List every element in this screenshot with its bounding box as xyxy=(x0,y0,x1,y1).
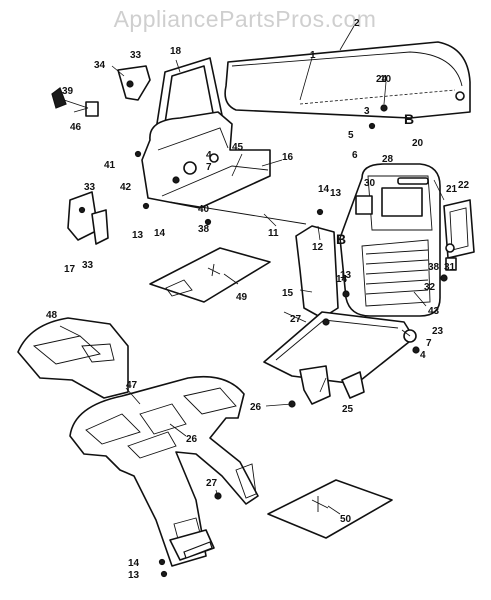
callout-label: 42 xyxy=(120,182,132,193)
callout-label: 27 xyxy=(290,314,302,325)
callout-label: 39 xyxy=(62,86,74,97)
callout-label: 24 xyxy=(376,74,388,85)
callout-label: 15 xyxy=(282,288,294,299)
callout-label: 48 xyxy=(46,310,58,321)
step-bracket xyxy=(169,529,215,561)
callout-label: 32 xyxy=(424,282,436,293)
callout-label: 3 xyxy=(364,106,370,117)
callout-label: 40 xyxy=(198,204,210,215)
callout-label: 26 xyxy=(250,402,262,413)
callout-label: 43 xyxy=(428,306,440,317)
pivot-bracket xyxy=(117,65,151,101)
dash-panel xyxy=(141,111,271,209)
callout-label: 4 xyxy=(420,350,426,361)
callout-label: 49 xyxy=(236,292,248,303)
callout-label: 31 xyxy=(444,262,456,273)
callout-label: 14 xyxy=(336,274,348,285)
hood-panel xyxy=(224,41,471,119)
callout-label: 7 xyxy=(206,162,212,173)
callout-label: 13 xyxy=(132,230,144,241)
callout-label: 33 xyxy=(130,50,142,61)
callout-label: 27 xyxy=(206,478,218,489)
callout-label: 7 xyxy=(426,338,432,349)
reference-mark: B xyxy=(336,231,346,247)
fender-deck xyxy=(69,375,259,567)
callout-label: 23 xyxy=(432,326,444,337)
callout-label: 11 xyxy=(268,228,279,239)
callout-label: 34 xyxy=(94,60,106,71)
callout-label: 2 xyxy=(354,18,360,29)
watermark: AppliancePartsPros.com xyxy=(114,6,377,32)
callout-labels: 1 2 3 4 4 5 6 7 7 10 11 12 13 13 13 13 1… xyxy=(46,18,470,581)
bulb-socket xyxy=(445,243,457,271)
callout-label: 14 xyxy=(318,184,330,195)
floor-plate xyxy=(267,479,393,539)
callout-label: 17 xyxy=(64,264,76,275)
linkage-rod xyxy=(169,201,307,225)
grille-housing xyxy=(339,163,441,317)
floor-mat xyxy=(149,247,271,303)
callout-label: 50 xyxy=(340,514,352,525)
callout-label: 28 xyxy=(382,154,394,165)
callout-label: 30 xyxy=(364,178,376,189)
callout-label: 21 xyxy=(446,184,458,195)
callout-label: 47 xyxy=(126,380,138,391)
callout-label: 25 xyxy=(342,404,354,415)
rear-fender xyxy=(17,317,129,399)
callout-label: 6 xyxy=(352,150,358,161)
leader-lines xyxy=(59,25,445,515)
callout-label: 16 xyxy=(282,152,294,163)
callout-label: 12 xyxy=(312,242,324,253)
callout-label: 18 xyxy=(170,46,182,57)
callout-label: 13 xyxy=(340,270,352,281)
callout-label: 46 xyxy=(70,122,82,133)
callout-label: 4 xyxy=(206,150,212,161)
callout-label: 45 xyxy=(232,142,244,153)
callout-label: 41 xyxy=(104,160,116,171)
callout-label: 14 xyxy=(128,558,140,569)
callout-label: 38 xyxy=(428,262,440,273)
callout-label: 1 xyxy=(310,50,316,61)
callout-label: 5 xyxy=(348,130,354,141)
callout-label: 33 xyxy=(82,260,94,271)
callout-label: 20 xyxy=(412,138,424,149)
callout-label: 13 xyxy=(128,570,140,581)
callout-label: 26 xyxy=(186,434,198,445)
callout-label: 38 xyxy=(198,224,210,235)
callout-label: 10 xyxy=(380,74,392,85)
side-bracket xyxy=(67,191,109,245)
callout-label: 14 xyxy=(154,228,166,239)
callout-label: 22 xyxy=(458,180,470,191)
frame-chassis xyxy=(263,311,417,405)
reference-mark: B xyxy=(404,111,414,127)
callout-label: 13 xyxy=(330,188,342,199)
key-switch xyxy=(51,87,99,117)
callout-label: 33 xyxy=(84,182,96,193)
side-panel xyxy=(295,225,339,319)
